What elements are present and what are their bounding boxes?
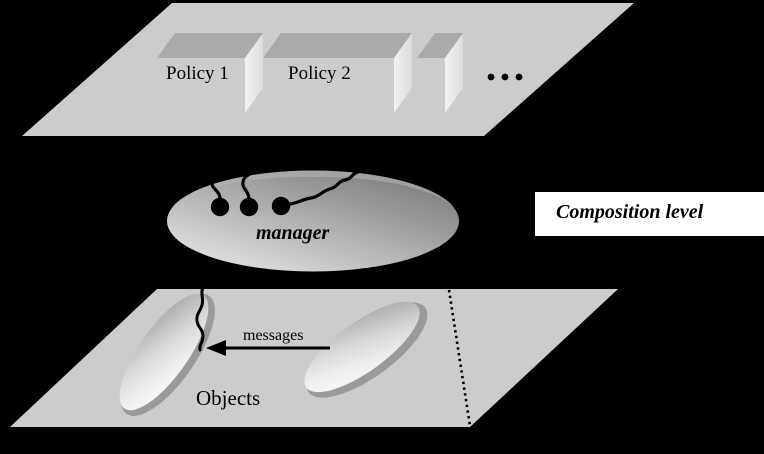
policy-box-1-front <box>157 58 245 113</box>
policy-box-3-top <box>417 33 463 58</box>
policy-plane-group <box>22 3 634 136</box>
policy-ellipsis-icon <box>487 73 523 81</box>
policy-box-2-side <box>394 33 412 113</box>
manager-group[interactable] <box>165 169 461 273</box>
policy-box-2-label: Policy 2 <box>288 63 351 84</box>
policy-box-2-front <box>263 58 394 113</box>
objects-label: Objects <box>196 386 261 410</box>
policy-box-1-side <box>245 33 263 113</box>
object-ellipse-1[interactable] <box>104 281 231 430</box>
policy-box-2[interactable] <box>263 33 412 113</box>
policy-box-1[interactable] <box>157 33 263 113</box>
object-ellipse-2-body <box>304 301 420 393</box>
composition-level-label: Composition level <box>556 201 704 223</box>
messages-arrow <box>206 340 330 356</box>
policy-box-2-top <box>263 33 412 58</box>
manager-ellipse <box>167 170 459 272</box>
object-ellipse-1-body <box>119 293 209 411</box>
manager-ellipse-rim <box>165 169 461 273</box>
policy-box-3[interactable] <box>417 33 463 113</box>
object-link-squiggle <box>195 285 205 352</box>
manager-agent-1 <box>210 172 230 217</box>
policy-box-3-side <box>445 33 463 113</box>
manager-agent-2 <box>239 169 259 217</box>
object-plane <box>10 289 618 427</box>
manager-agent-3 <box>271 170 360 216</box>
policy-box-1-label: Policy 1 <box>166 63 229 84</box>
composition-level-callout <box>535 192 764 236</box>
messages-label: messages <box>243 327 304 344</box>
policy-box-1-top <box>157 33 263 58</box>
object-ellipse-2[interactable] <box>292 286 441 414</box>
policy-box-3-front <box>417 58 445 113</box>
object-plane-group <box>10 281 618 430</box>
manager-label: manager <box>256 222 330 244</box>
